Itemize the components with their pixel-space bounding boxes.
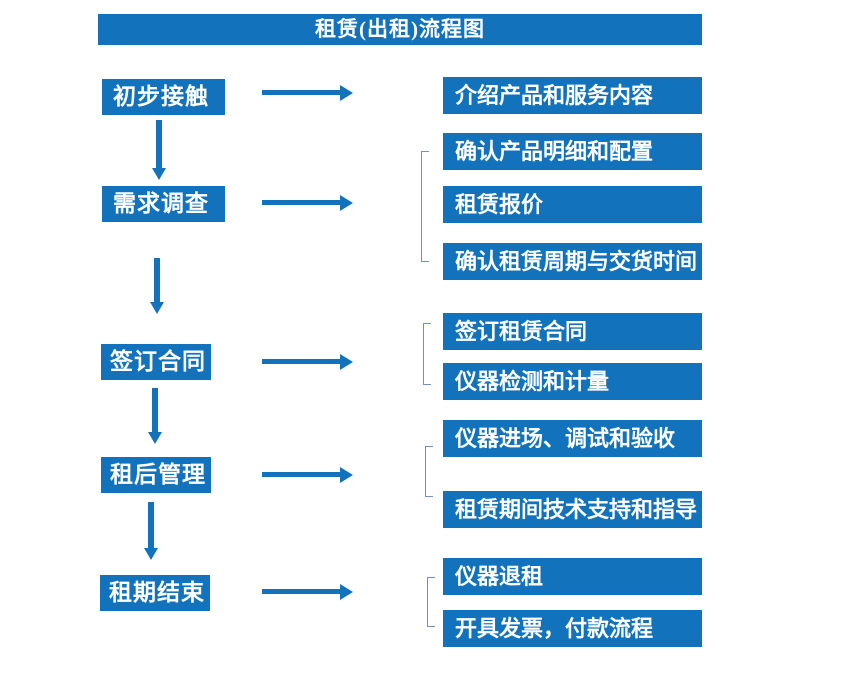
down-arrow-head (150, 302, 164, 314)
bracket-connector-post-rental (425, 446, 433, 497)
right-arrow-connector-4 (262, 467, 353, 483)
detail-box-rental-quote: 租赁报价 (443, 186, 702, 223)
down-arrow-head (144, 548, 158, 560)
right-arrow-shaft (262, 359, 341, 364)
detail-box-introduce-products: 介绍产品和服务内容 (443, 77, 702, 114)
right-arrow-connector-2 (262, 195, 353, 211)
flowchart-title: 租赁(出租)流程图 (98, 14, 702, 45)
down-arrow-head (148, 432, 162, 444)
right-arrow-shaft (262, 472, 341, 477)
down-arrow-shaft (154, 258, 160, 303)
step-box-sign-contract: 签订合同 (101, 344, 211, 380)
right-arrow-shaft (262, 200, 341, 205)
step-box-rental-end: 租期结束 (100, 575, 210, 611)
right-arrow-connector-5 (262, 584, 353, 600)
bracket-connector-rental-end (427, 577, 435, 627)
down-arrow-connector-3 (148, 388, 162, 444)
right-arrow-head (340, 354, 353, 370)
bracket-connector-demand-survey (421, 151, 429, 262)
right-arrow-head (340, 85, 353, 101)
down-arrow-shaft (148, 502, 154, 549)
step-box-initial-contact: 初步接触 (102, 79, 225, 115)
detail-box-instrument-testing: 仪器检测和计量 (443, 363, 702, 400)
right-arrow-shaft (262, 90, 341, 95)
detail-box-invoice-payment: 开具发票，付款流程 (443, 610, 702, 647)
bracket-connector-sign-contract (423, 323, 431, 385)
detail-box-instrument-return: 仪器退租 (443, 558, 702, 595)
detail-box-technical-support: 租赁期间技术支持和指导 (443, 491, 702, 528)
detail-box-instrument-setup-acceptance: 仪器进场、调试和验收 (443, 420, 702, 457)
right-arrow-connector-3 (262, 354, 353, 370)
down-arrow-connector-2 (150, 258, 164, 314)
step-box-post-rental-management: 租后管理 (101, 457, 211, 493)
detail-box-confirm-product-details: 确认产品明细和配置 (443, 133, 702, 170)
down-arrow-connector-1 (152, 120, 166, 180)
right-arrow-head (340, 584, 353, 600)
down-arrow-shaft (152, 388, 158, 433)
down-arrow-shaft (156, 120, 162, 169)
right-arrow-shaft (262, 589, 341, 594)
down-arrow-head (152, 168, 166, 180)
down-arrow-connector-4 (144, 502, 158, 560)
right-arrow-head (340, 467, 353, 483)
right-arrow-connector-1 (262, 85, 353, 101)
step-box-demand-survey: 需求调查 (102, 186, 225, 222)
detail-box-sign-rental-contract: 签订租赁合同 (443, 313, 702, 350)
right-arrow-head (340, 195, 353, 211)
detail-box-confirm-rental-period: 确认租赁周期与交货时间 (443, 243, 702, 280)
